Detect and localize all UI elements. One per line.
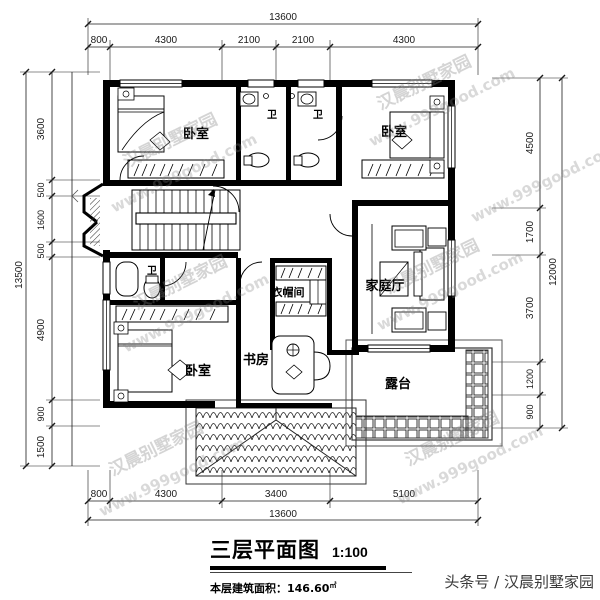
room-label-terrace: 露台 (385, 376, 411, 392)
room-label-bath-top-1: 卫 (267, 109, 277, 121)
dim-left-3: 500 (36, 243, 46, 258)
room-label-family-room: 家庭厅 (365, 278, 404, 294)
dim-right-total: 12000 (548, 258, 559, 286)
roof-tiles-area (185, 399, 367, 485)
room-label-bath-left: 卫 (147, 265, 157, 277)
terrace-railing (345, 339, 503, 447)
dimension-right (492, 74, 568, 432)
dim-top-0: 800 (91, 35, 108, 46)
dim-right-2: 3700 (525, 296, 536, 319)
bed-top-right (389, 95, 445, 174)
bed-top-left (117, 87, 171, 153)
dim-left-5: 900 (36, 406, 46, 421)
dim-right-0: 4500 (525, 131, 536, 154)
dim-left-2: 1600 (36, 210, 46, 230)
title-rule-thin (210, 572, 412, 573)
dim-left-0: 3600 (36, 117, 47, 140)
dimension-top (84, 18, 482, 80)
bed-bottom-left (113, 321, 193, 403)
dim-top-1: 4300 (155, 35, 178, 46)
room-label-closet: 衣帽间 (272, 285, 305, 299)
dim-top-total: 13600 (269, 12, 297, 23)
room-label-bedroom-top-left: 卧室 (183, 126, 209, 142)
room-label-study: 书房 (243, 352, 269, 368)
room-label-bedroom-top-right: 卧室 (381, 124, 407, 140)
dim-left-1: 500 (36, 182, 46, 197)
doors (119, 115, 353, 287)
dim-bottom-0: 800 (91, 489, 108, 500)
dimension-bottom (84, 470, 482, 526)
drawing-title: 三层平面图 (210, 538, 320, 562)
dim-right-3: 1200 (525, 369, 535, 389)
dim-left-6: 1500 (36, 435, 47, 458)
dim-bottom-1: 4300 (155, 489, 178, 500)
dim-right-1: 1700 (525, 220, 536, 243)
dim-left-4: 4900 (36, 318, 47, 341)
drawing-scale: 1:100 (332, 544, 368, 560)
staircase (131, 189, 241, 251)
dimension-left (20, 68, 100, 470)
title-rule-thick (210, 566, 386, 570)
dim-bottom-2: 3400 (265, 489, 288, 500)
wardrobes (115, 159, 445, 323)
area-unit: ㎡ (329, 581, 337, 590)
interior-walls (110, 86, 452, 408)
room-label-bath-top-2: 卫 (313, 109, 323, 121)
dim-top-4: 4300 (393, 35, 416, 46)
building-area-label: 本层建筑面积：146.60 (210, 582, 330, 595)
dim-top-3: 2100 (292, 35, 315, 46)
building-area: 本层建筑面积：146.60㎡ (210, 580, 470, 596)
dim-bottom-total: 13600 (269, 509, 297, 520)
study-desk (271, 335, 331, 395)
dim-right-4: 900 (525, 404, 535, 419)
bath-fixtures-left (115, 261, 161, 299)
room-label-bedroom-bot-left: 卧室 (185, 363, 211, 379)
bath-fixtures-top (239, 91, 320, 168)
dim-bottom-3: 5100 (393, 489, 416, 500)
title-block: 三层平面图 1:100 本层建筑面积：146.60㎡ (210, 534, 470, 596)
dim-top-2: 2100 (238, 35, 261, 46)
windows (102, 79, 456, 371)
dim-left-total: 13500 (14, 261, 25, 289)
family-room-furniture (371, 224, 447, 334)
left-bay-window (71, 180, 110, 258)
credit-watermark: 头条号 / 汉晨别墅家园 (444, 573, 594, 591)
